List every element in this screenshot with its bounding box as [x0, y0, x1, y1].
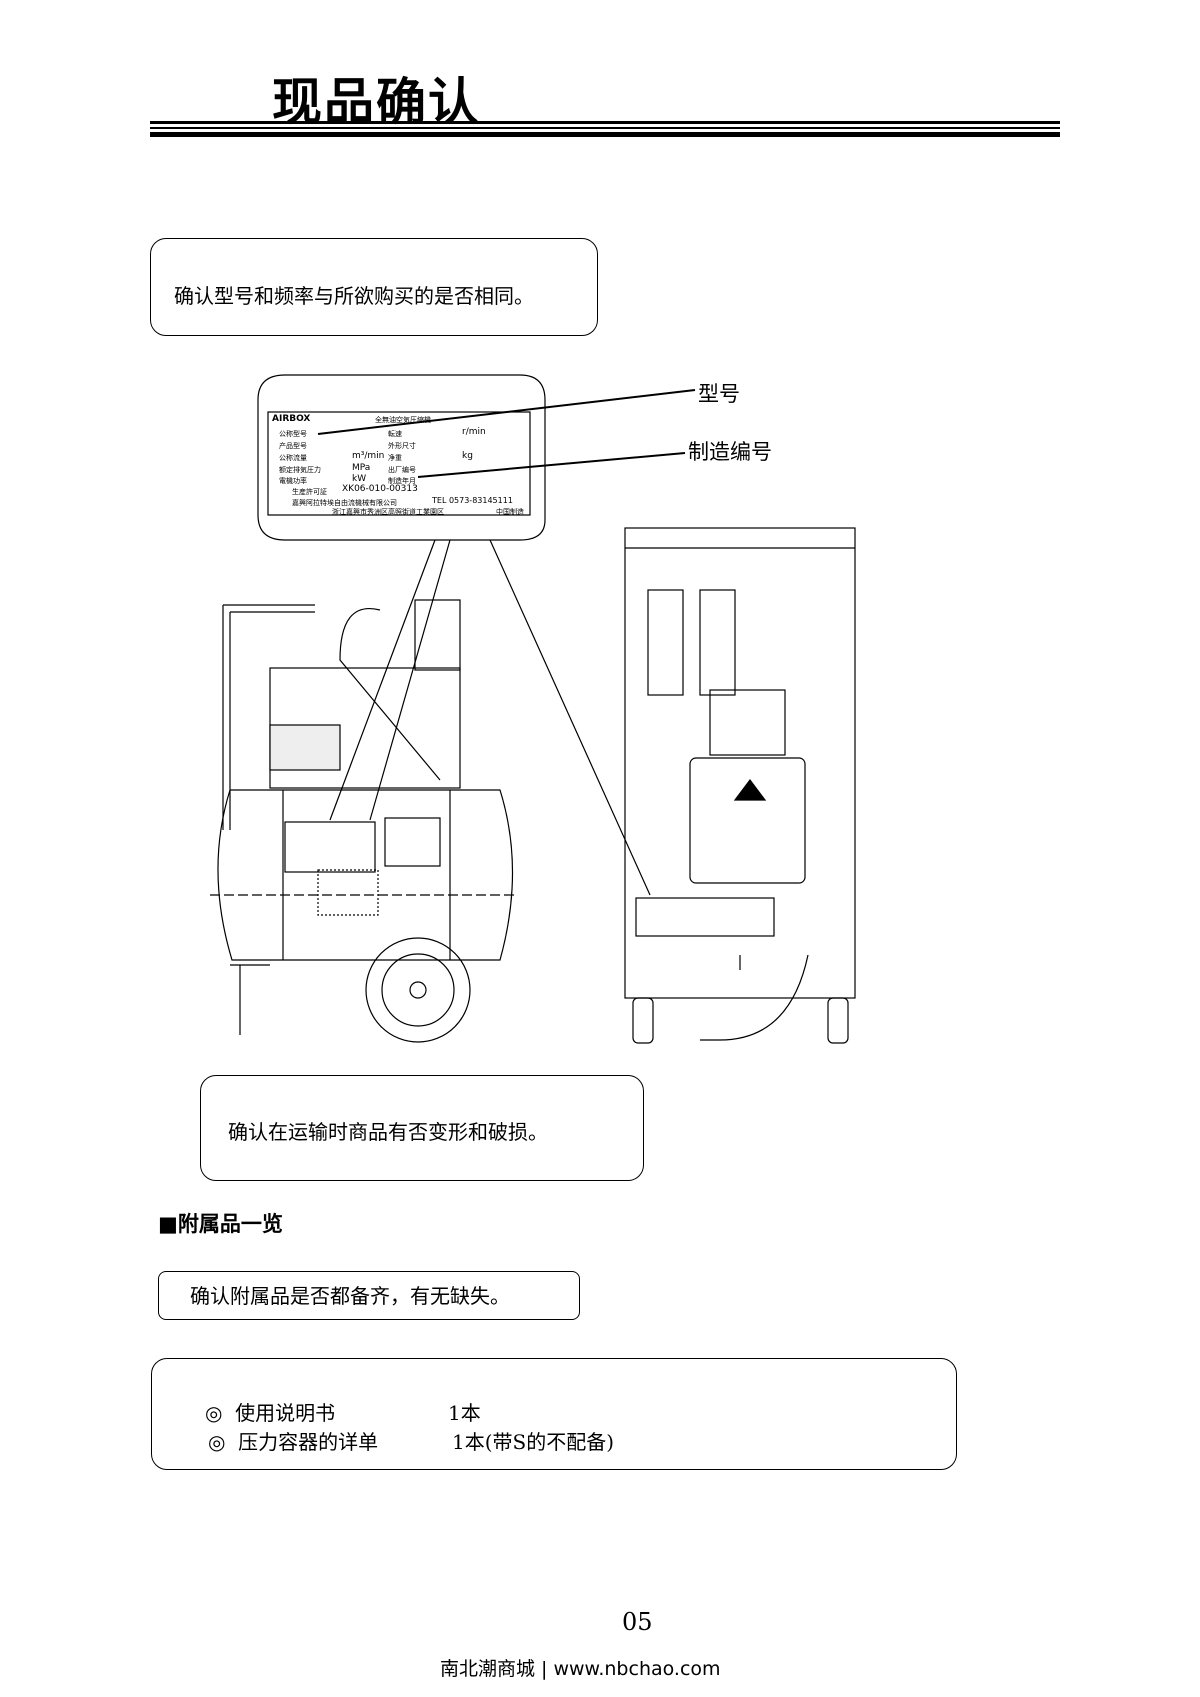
right-compressor-drawing [624, 527, 856, 1044]
nameplate-unit: r/min [462, 427, 486, 437]
nameplate-label: 额定排気圧力 [279, 466, 321, 474]
nameplate-unit: kW [352, 474, 367, 484]
accessory-item: ◎ 压力容器的详单 [208, 1426, 378, 1455]
nameplate-address: 浙江嘉興市秀洲区高照街道工業園区 [332, 508, 444, 516]
accessories-note-text: 确认附属品是否都备齐，有无缺失。 [190, 1284, 510, 1308]
accessory-name: 压力容器的详单 [238, 1430, 379, 1454]
serial-arrow [417, 452, 686, 478]
nameplate-made-in: 中国制造 [496, 508, 524, 516]
nameplate-label: 外形尺寸 [388, 442, 416, 450]
model-arrow [317, 389, 696, 435]
nameplate-license-label: 生産許可証 [292, 488, 327, 496]
accessory-qty: 1本 [448, 1401, 481, 1425]
nameplate-label: 制造年月 [388, 477, 416, 485]
nameplate-label: 公称流量 [279, 454, 307, 462]
title-rule [150, 121, 1060, 124]
title-rule [150, 127, 1060, 129]
note-transport-text: 确认在运输时商品有否变形和破损。 [228, 1120, 548, 1144]
nameplate-unit: m³/min [352, 451, 385, 461]
note-model-text: 确认型号和频率与所欲购买的是否相同。 [174, 284, 534, 308]
nameplate-brand: AIRBOX [272, 414, 311, 424]
accessories-heading: ■附属品一览 [158, 1211, 283, 1236]
bullet-icon: ◎ [205, 1401, 223, 1425]
nameplate-label: 产品型号 [279, 442, 307, 450]
nameplate-license: XK06-010-00313 [342, 484, 418, 494]
accessory-item: ◎ 使用说明书 [205, 1397, 335, 1426]
page-number: 05 [622, 1608, 653, 1636]
nameplate-label: 公称型号 [279, 430, 307, 438]
accessories-list-box [151, 1358, 957, 1470]
left-compressor-drawing [210, 599, 515, 1043]
accessory-qty: 1本(带S的不配备) [452, 1430, 615, 1454]
nameplate-unit: kg [462, 451, 473, 461]
bullet-icon: ◎ [208, 1430, 226, 1454]
nameplate-label: 転速 [388, 430, 402, 438]
accessory-name: 使用说明书 [235, 1401, 336, 1425]
nameplate-frame [267, 411, 531, 516]
accessories-note-box [158, 1271, 580, 1320]
footer-watermark: 南北潮商城 | www.nbchao.com [440, 1658, 721, 1680]
callout-model: 型号 [698, 382, 740, 406]
nameplate-company: 嘉興阿拉特埃自由流機械有限公司 [292, 499, 397, 507]
nameplate-unit: MPa [352, 463, 371, 473]
callout-serial: 制造编号 [688, 440, 772, 464]
note-box-transport [200, 1075, 644, 1181]
note-box-model [150, 238, 598, 336]
nameplate-label: 電機功率 [279, 477, 307, 485]
nameplate-product: 全無油空気圧縮機 [375, 416, 431, 424]
nameplate-label: 净重 [388, 454, 402, 462]
nameplate-tel: TEL 0573-83145111 [432, 496, 513, 505]
title-rule [150, 132, 1060, 137]
nameplate-label: 出厂编号 [388, 466, 416, 474]
